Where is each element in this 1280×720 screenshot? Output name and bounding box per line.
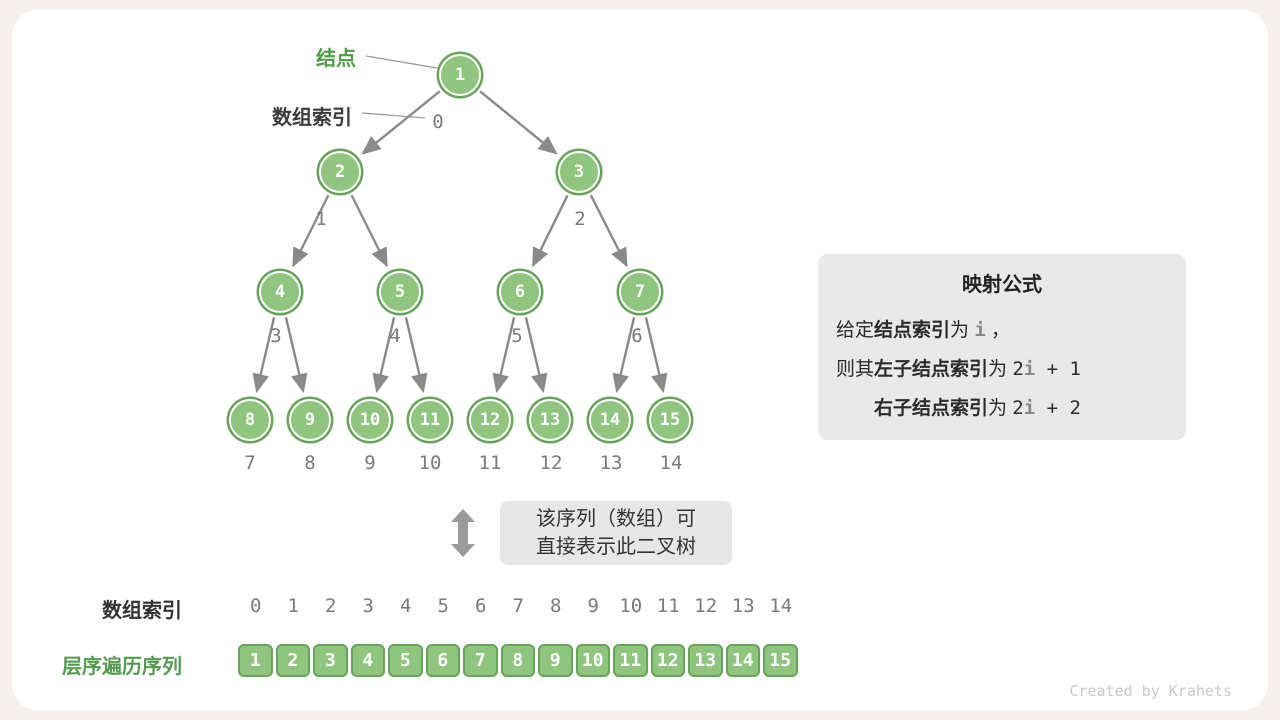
array-cell: 12	[650, 644, 685, 677]
node-index-label: 7	[244, 452, 256, 474]
level-order-sequence-label: 层序遍历序列	[62, 656, 182, 678]
tree-node: 5	[379, 271, 421, 313]
node-index-label: 11	[478, 452, 502, 474]
formula-line: 则其左子结点索引为 2i + 1	[836, 358, 1081, 380]
tree-node: 7	[619, 271, 661, 313]
array-cell: 9	[538, 644, 573, 677]
tree-node: 14	[589, 399, 631, 441]
array-index-number: 8	[550, 595, 562, 617]
node-index-label: 0	[432, 111, 444, 133]
array-index-number: 4	[400, 595, 412, 617]
array-index-number: 6	[475, 595, 487, 617]
note-box: 该序列（数组）可 直接表示此二叉树	[500, 501, 732, 565]
note-line-2: 直接表示此二叉树	[536, 536, 696, 558]
array-index-pointer-label: 数组索引	[272, 107, 352, 129]
tree-node: 15	[649, 399, 691, 441]
tree-node: 1	[439, 54, 481, 96]
array-cell: 11	[613, 644, 648, 677]
array-cell: 2	[275, 644, 310, 677]
node-index-label: 9	[364, 452, 376, 474]
array-cell: 6	[425, 644, 460, 677]
note-line-1: 该序列（数组）可	[536, 508, 696, 530]
formula-lines: 给定结点索引为 i ， 则其左子结点索引为 2i + 1 右子结点索引为 2i + …	[836, 311, 1168, 428]
node-index-label: 4	[389, 325, 401, 347]
array-index-number: 5	[437, 595, 449, 617]
array-index-number: 7	[512, 595, 524, 617]
bottom-array-index-label: 数组索引	[102, 600, 182, 622]
node-index-label: 13	[599, 452, 623, 474]
array-index-number: 13	[731, 595, 755, 617]
array-cell: 5	[388, 644, 423, 677]
formula-line: 右子结点索引为 2i + 2	[874, 397, 1081, 419]
watermark: Created by Krahets	[1069, 682, 1232, 700]
array-cell: 10	[575, 644, 610, 677]
node-index-label: 6	[631, 325, 643, 347]
tree-node: 12	[469, 399, 511, 441]
node-pointer-label: 结点	[316, 48, 356, 70]
node-index-label: 14	[659, 452, 683, 474]
array-cell: 14	[725, 644, 760, 677]
array-index-number: 12	[694, 595, 718, 617]
array-cell: 4	[350, 644, 385, 677]
formula-box: 映射公式 给定结点索引为 i ， 则其左子结点索引为 2i + 1 右子结点索引为 …	[818, 254, 1186, 440]
node-index-label: 2	[574, 208, 586, 230]
tree-node: 3	[558, 151, 600, 193]
node-index-label: 12	[539, 452, 563, 474]
node-index-label: 5	[511, 325, 523, 347]
node-index-label: 8	[304, 452, 316, 474]
array-index-number: 11	[656, 595, 680, 617]
array-cell: 1	[238, 644, 273, 677]
array-index-number: 10	[619, 595, 643, 617]
tree-node: 6	[499, 271, 541, 313]
tree-node: 9	[289, 399, 331, 441]
formula-title: 映射公式	[962, 274, 1042, 296]
formula-line: 给定结点索引为 i ，	[836, 319, 1011, 341]
tree-node: 10	[349, 399, 391, 441]
array-index-number: 3	[362, 595, 374, 617]
up-down-arrow-icon	[449, 508, 477, 563]
array-index-number: 9	[587, 595, 599, 617]
tree-node: 4	[259, 271, 301, 313]
tree-node: 8	[229, 399, 271, 441]
array-index-number: 2	[325, 595, 337, 617]
array-cell: 8	[500, 644, 535, 677]
array-cell: 3	[313, 644, 348, 677]
array-index-number: 14	[769, 595, 793, 617]
node-index-label: 10	[418, 452, 442, 474]
tree-node: 13	[529, 399, 571, 441]
array-cell: 15	[763, 644, 798, 677]
array-index-number: 1	[287, 595, 299, 617]
array-cell: 13	[688, 644, 723, 677]
node-index-label: 1	[315, 208, 327, 230]
array-cell: 7	[463, 644, 498, 677]
array-index-number: 0	[250, 595, 262, 617]
tree-node: 11	[409, 399, 451, 441]
node-index-label: 3	[270, 325, 282, 347]
tree-node: 2	[319, 151, 361, 193]
